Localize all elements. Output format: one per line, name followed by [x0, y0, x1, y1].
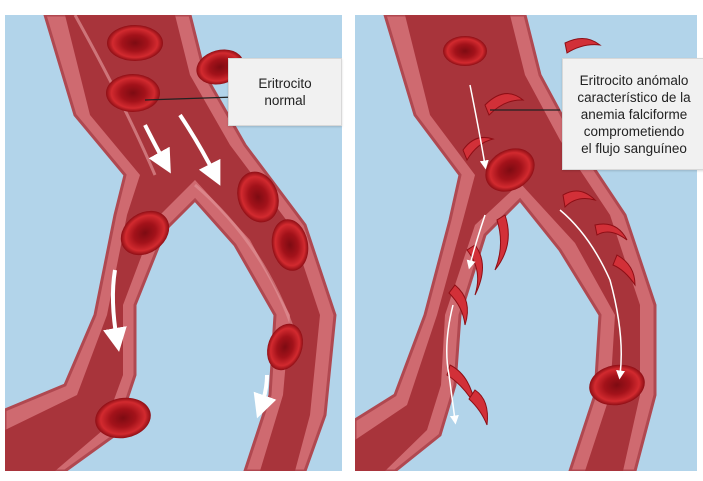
sickle-cell-label: Eritrocito anómalo característico de la …	[562, 58, 703, 170]
normal-label-line: Eritrocito	[258, 75, 311, 92]
red-blood-cell	[107, 25, 163, 61]
sickle-label-line: anemia falciforme	[577, 106, 690, 123]
sickle-label-line: Eritrocito anómalo	[577, 72, 690, 89]
red-blood-cell	[443, 36, 487, 66]
sickle-label-line: el flujo sanguíneo	[577, 140, 690, 157]
normal-cell-label: Eritrocito normal	[228, 58, 342, 126]
sickle-cell	[469, 390, 488, 425]
sickle-label-line: comprometiendo	[577, 123, 690, 140]
sickle-cell	[565, 38, 600, 53]
sickle-label-line: característico de la	[577, 89, 690, 106]
normal-label-line: normal	[258, 92, 311, 109]
red-blood-cell	[106, 74, 160, 112]
